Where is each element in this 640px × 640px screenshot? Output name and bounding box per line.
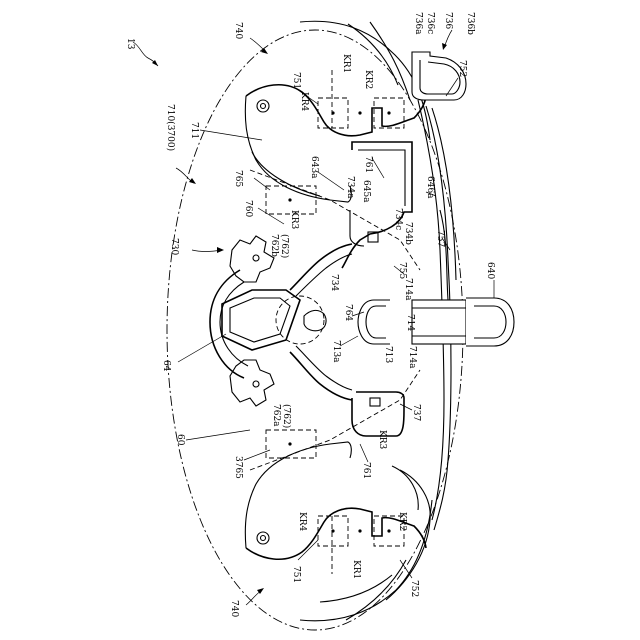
screw-hole-bottom — [257, 532, 269, 544]
label-751-bottom: 751 — [291, 566, 301, 583]
leader-64 — [178, 334, 226, 362]
label-714a-bottom: 714a — [407, 346, 417, 369]
kr-dot-2 — [358, 111, 361, 114]
label-734a: 734a — [345, 176, 355, 199]
label-713: 713 — [383, 346, 393, 363]
screw-hole-bottom-inner — [261, 536, 266, 541]
label-762b: 762b — [269, 234, 279, 257]
label-kr2-top: KR2 — [363, 70, 373, 89]
kr-dot-4 — [288, 198, 291, 201]
upper-cam-762b — [230, 236, 274, 282]
label-736c: 736c — [425, 12, 435, 34]
lower-cam-dot — [253, 381, 259, 387]
kr-dot-7 — [387, 529, 390, 532]
label-740-bottom: 740 — [229, 600, 239, 617]
label-13: 13 — [125, 38, 135, 50]
label-640: 640 — [485, 262, 495, 279]
label-60: 60 — [175, 434, 185, 446]
leader-751-bot — [298, 540, 318, 560]
leader-711 — [200, 130, 262, 140]
screw-hole-top — [257, 100, 269, 112]
leader-760 — [258, 208, 284, 224]
label-kr3-bottom: KR3 — [377, 430, 387, 450]
label-755: 755 — [397, 262, 407, 279]
arrow-730-head — [217, 247, 224, 253]
label-3765: 3765 — [233, 456, 243, 479]
leader-713a — [340, 336, 358, 346]
label-710: 710(3700) — [165, 104, 176, 151]
label-643a: 643a — [309, 156, 319, 179]
label-734c: 734c — [393, 208, 403, 230]
label-kr4-bottom: KR4 — [297, 512, 307, 532]
label-762a-paren: (762) — [281, 404, 292, 428]
leader-761-bot — [360, 444, 368, 462]
label-762a: 762a — [271, 404, 281, 427]
arrow-710-head — [189, 178, 196, 184]
loop-640 — [466, 298, 514, 346]
label-711: 711 — [189, 122, 199, 139]
lower-bracket-notch — [370, 398, 380, 406]
leader-765 — [254, 178, 270, 190]
label-714a-top: 714a — [403, 278, 413, 301]
label-645a: 645a — [361, 180, 371, 203]
label-kr1-top: KR1 — [341, 54, 351, 73]
label-kr2-bottom: KR2 — [397, 512, 407, 531]
label-762b-paren: (762) — [279, 234, 290, 258]
kr-dot-6 — [358, 529, 361, 532]
label-64: 64 — [161, 360, 171, 372]
label-kr3-top: KR3 — [289, 210, 299, 230]
bottom-band-outer — [300, 500, 432, 621]
label-734b: 734b — [403, 222, 413, 245]
label-751-top: 751 — [291, 72, 301, 89]
label-760: 760 — [243, 200, 253, 217]
screw-hole-top-inner — [261, 104, 266, 109]
label-757: 757 — [435, 230, 445, 247]
label-713a: 713a — [331, 340, 341, 363]
leader-643a — [318, 172, 344, 190]
label-714: 714 — [405, 314, 415, 331]
label-kr4-top: KR4 — [299, 92, 309, 112]
upper-bracket-734 — [342, 142, 412, 268]
label-730: 730 — [169, 238, 179, 255]
label-736: 736 — [443, 12, 453, 29]
label-736b: 736b — [465, 12, 475, 35]
tab-714 — [412, 300, 466, 344]
center-hub-inner — [230, 298, 290, 342]
label-761-top: 761 — [363, 156, 373, 173]
lower-arm-link — [290, 352, 352, 400]
arrow-740-top-head — [261, 48, 268, 54]
center-dashed-circle — [276, 296, 324, 344]
label-734: 734 — [329, 274, 339, 291]
label-752-bottom: 752 — [409, 580, 419, 597]
top-band-line — [370, 22, 410, 100]
center-linkage — [304, 310, 326, 330]
lower-cam-762a — [230, 360, 274, 406]
label-740-top: 740 — [233, 22, 243, 39]
kr-dot-8 — [288, 442, 291, 445]
label-736a: 736a — [413, 12, 423, 35]
leader-60 — [186, 430, 250, 440]
leader-737 — [400, 404, 412, 410]
upper-cam-dot — [253, 255, 259, 261]
kr-dot-3 — [387, 111, 390, 114]
label-kr1-bottom: KR1 — [351, 560, 361, 579]
arrow-736-head — [442, 43, 447, 50]
label-761-bottom: 761 — [361, 462, 371, 479]
hub-ring-outer — [210, 270, 244, 378]
label-737: 737 — [411, 404, 421, 421]
label-752-top: 752 — [457, 60, 467, 77]
label-765: 765 — [233, 170, 243, 187]
label-764: 764 — [343, 304, 353, 321]
leader-752-bot — [400, 560, 412, 578]
label-646a: 646a — [425, 176, 435, 199]
